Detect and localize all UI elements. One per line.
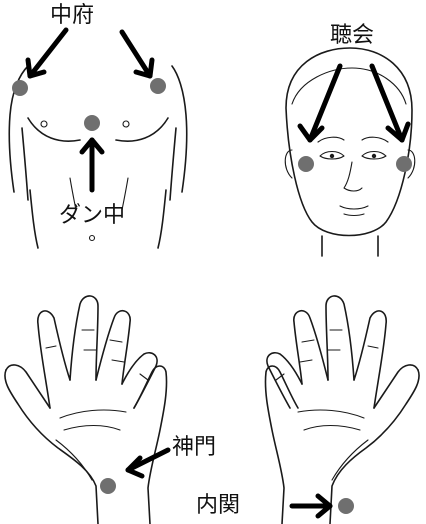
- chufu-arrow-right: [122, 32, 152, 76]
- choue-arrow-left: [300, 66, 340, 140]
- face-figure: [285, 48, 415, 256]
- left-nipple: [41, 121, 47, 127]
- right-hand-figure: [265, 296, 419, 524]
- chufu-point-left: [12, 80, 28, 96]
- choue-label: 聴会: [330, 23, 374, 48]
- chufu-arrow-left: [28, 30, 66, 76]
- chufu-label: 中府: [50, 3, 94, 28]
- navel: [90, 236, 95, 241]
- danchu-arrow: [82, 140, 102, 190]
- choue-arrow-right: [372, 66, 408, 140]
- chufu-point-right: [150, 78, 166, 94]
- shinmon-label: 神門: [172, 435, 216, 460]
- choue-point-left: [298, 156, 314, 172]
- danchu-label: ダン中: [59, 203, 125, 228]
- choue-point-right: [396, 156, 412, 172]
- right-nipple: [123, 121, 129, 127]
- naikan-arrow: [292, 496, 330, 516]
- left-hand-figure: [5, 296, 167, 524]
- naikan-point: [338, 498, 354, 514]
- shinmon-point: [100, 478, 116, 494]
- danchu-point: [84, 115, 100, 131]
- shinmon-arrow: [128, 450, 168, 476]
- naikan-label: 内関: [196, 493, 240, 518]
